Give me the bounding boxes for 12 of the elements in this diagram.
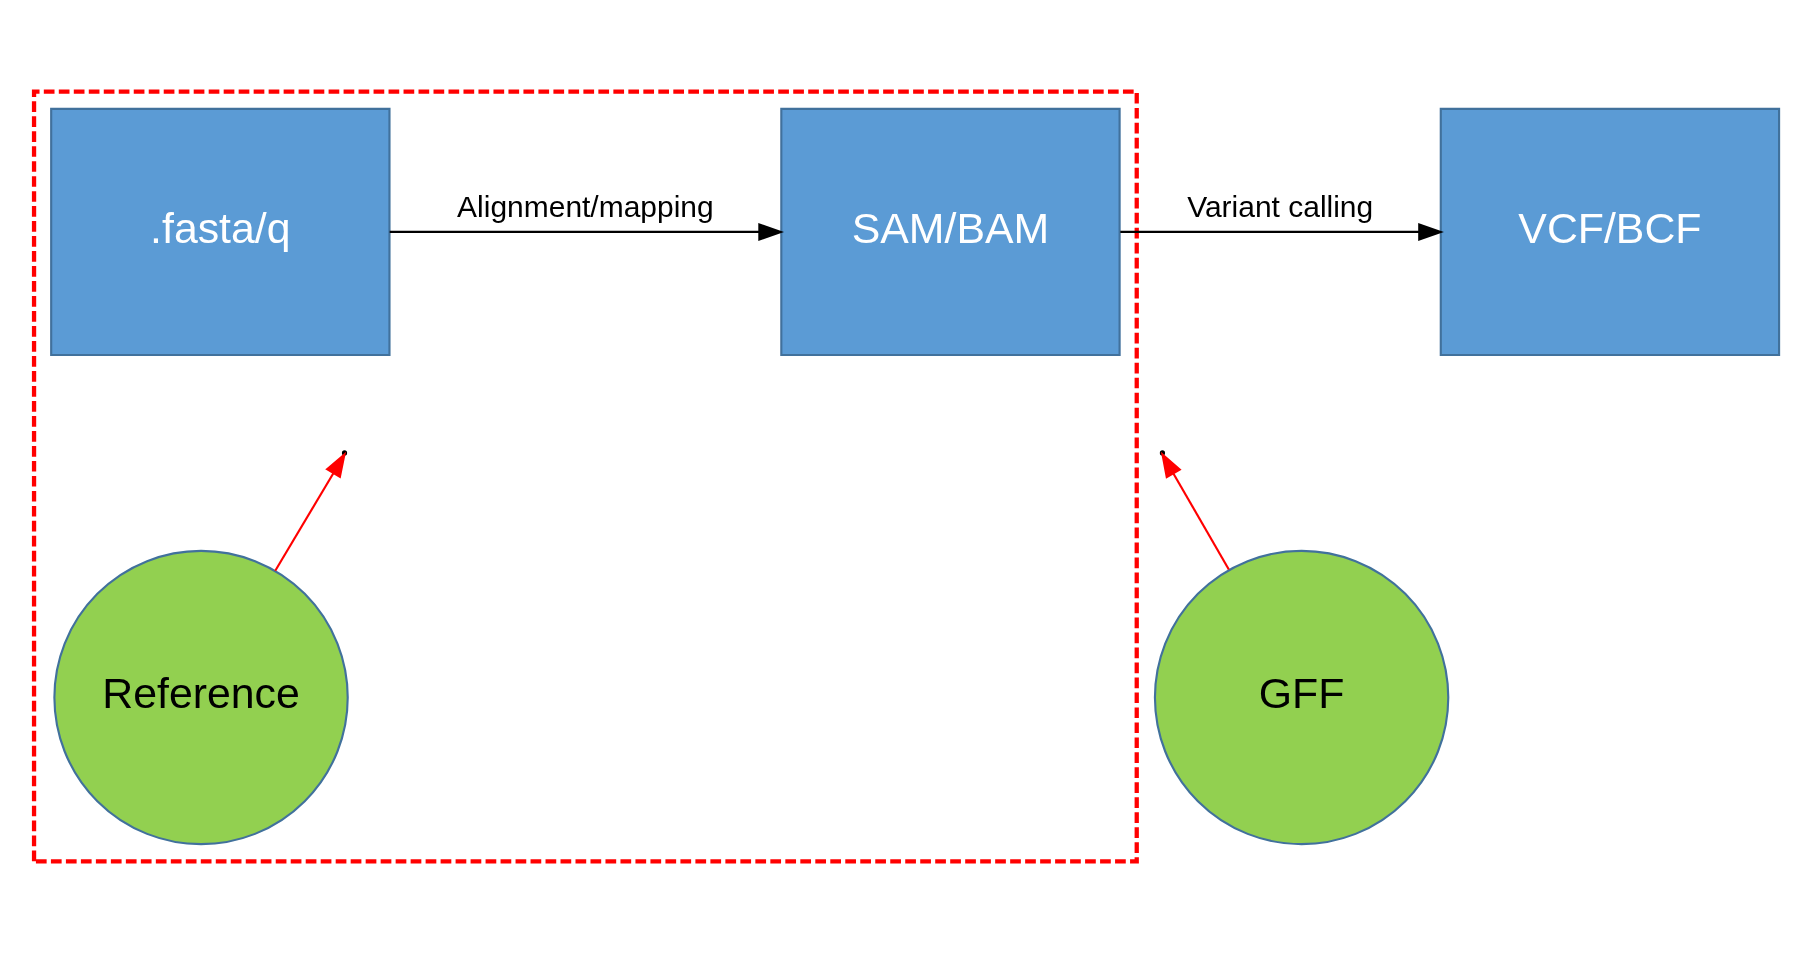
node-box: VCF/BCF xyxy=(1439,107,1781,357)
node-box: SAM/BAM xyxy=(780,107,1121,357)
arrow xyxy=(1160,451,1230,570)
node-circle: Reference xyxy=(53,549,349,846)
cluster xyxy=(31,89,1139,864)
arrow xyxy=(1120,222,1444,241)
arrow xyxy=(274,451,347,572)
edge-label: Alignment/mapping xyxy=(457,190,714,224)
node-circle: GFF xyxy=(1153,549,1450,846)
node-box: .fasta/q xyxy=(50,107,391,357)
arrow xyxy=(389,222,784,241)
edge-label: Variant calling xyxy=(1187,190,1374,224)
